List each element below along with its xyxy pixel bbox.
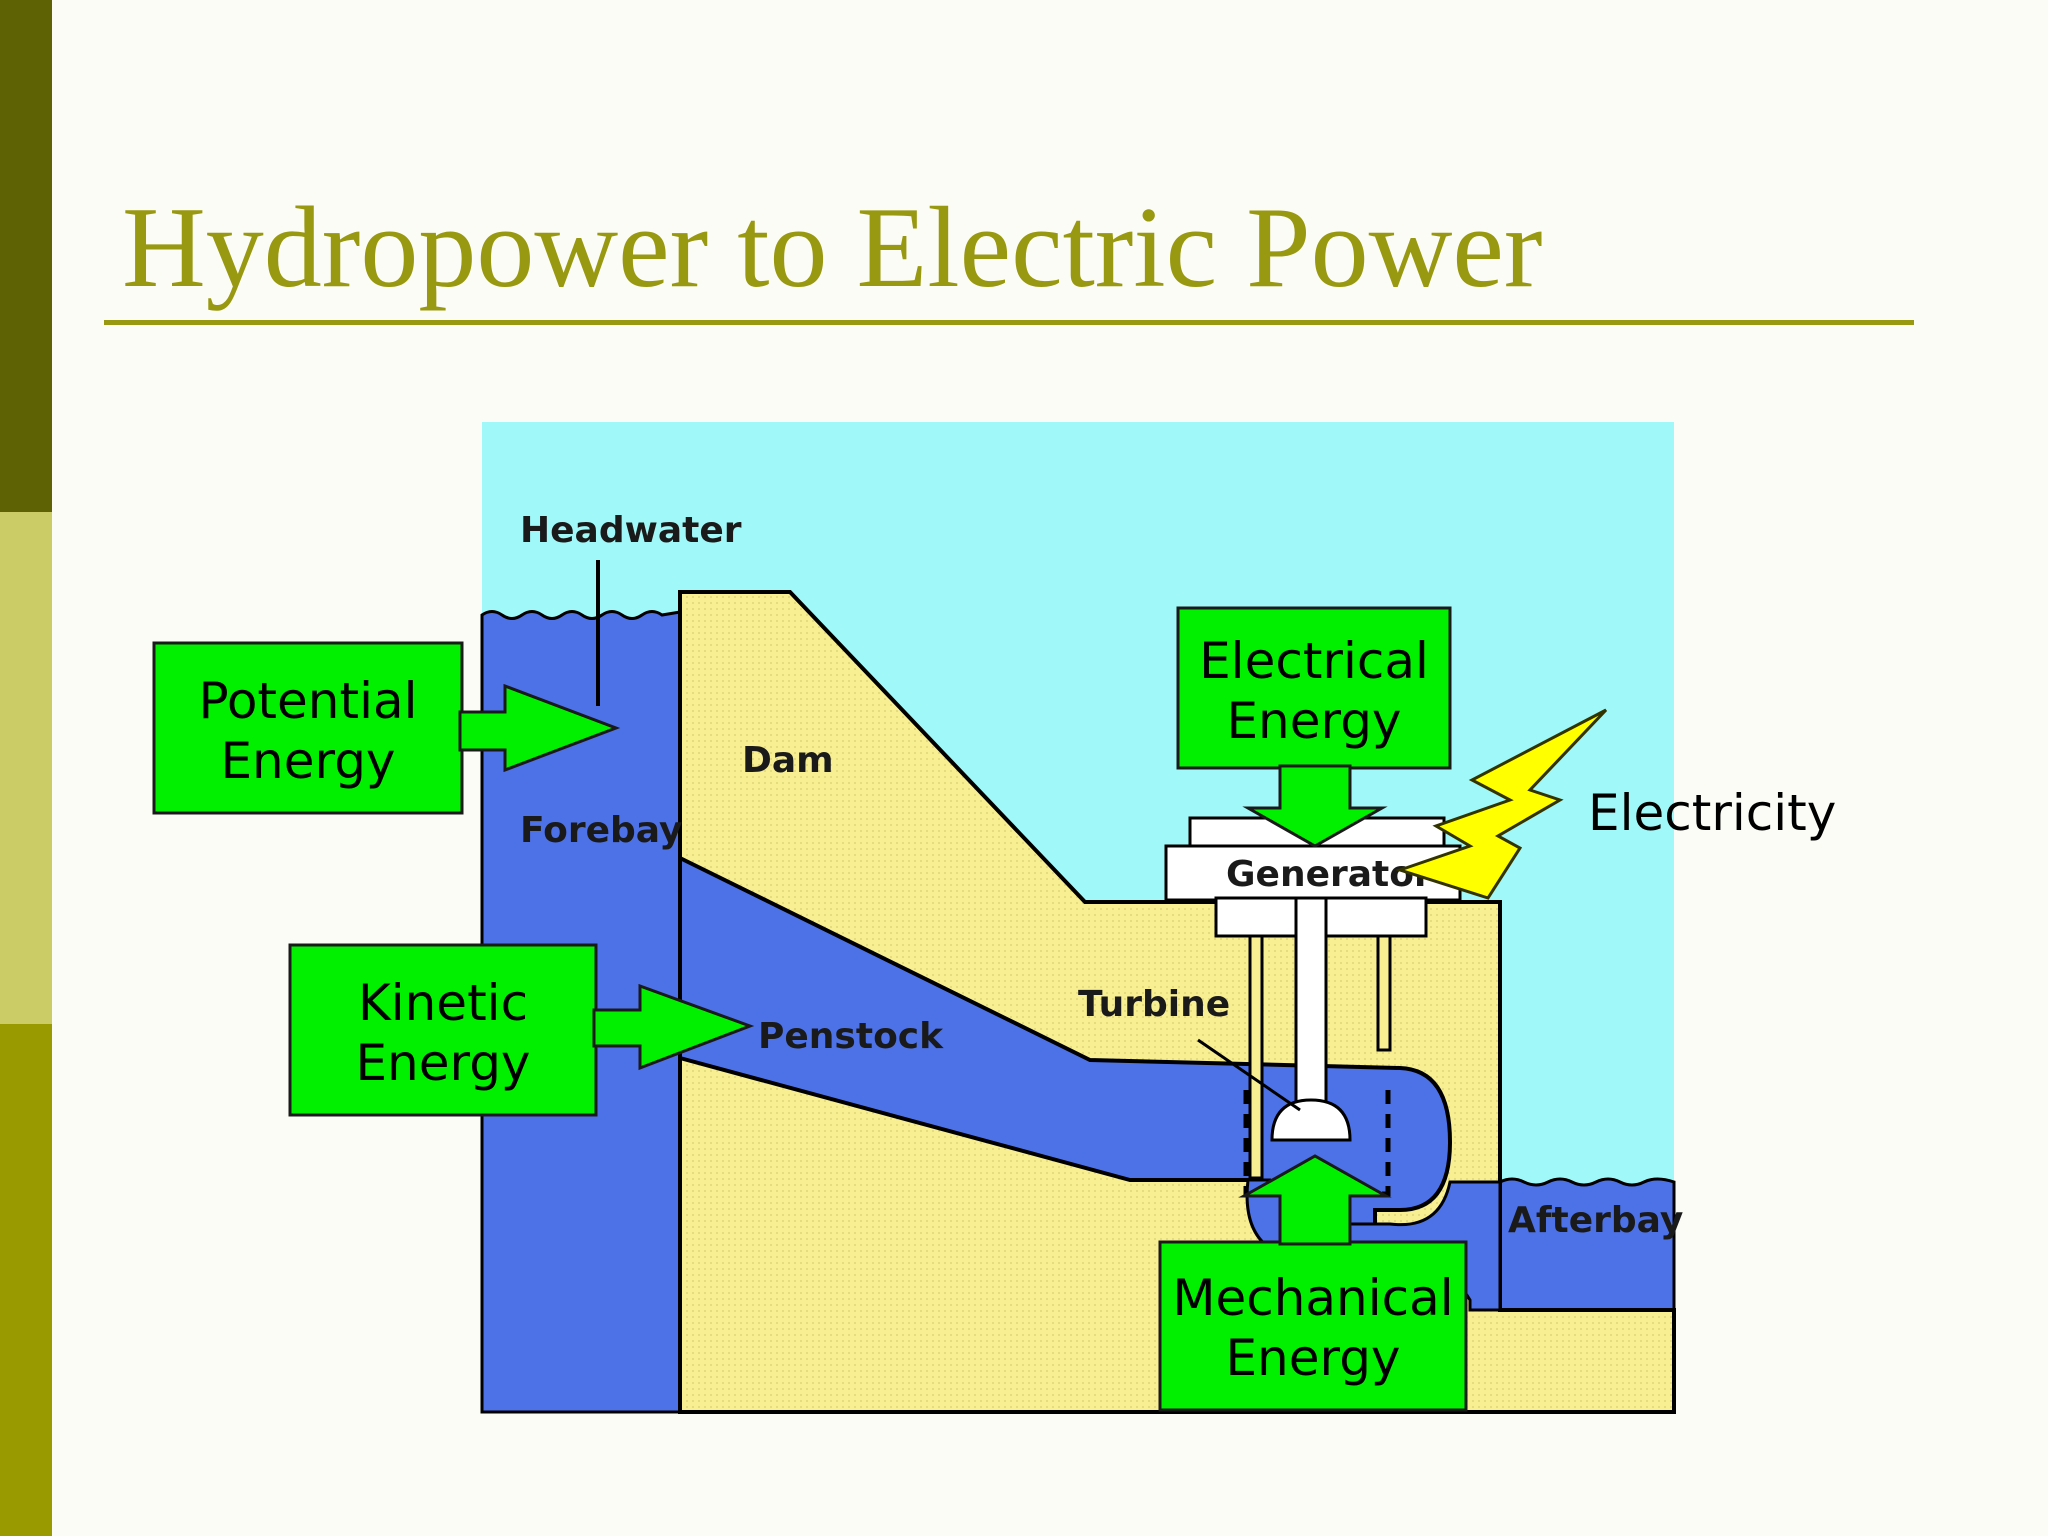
turbine-pointer xyxy=(1197,1038,1301,1112)
title-rule xyxy=(104,320,1914,325)
mechanical-energy-box xyxy=(1158,1240,1468,1412)
turbine-runner xyxy=(1270,1098,1352,1142)
powerhouse-wall-right xyxy=(1376,928,1392,1052)
penstock-label: Penstock xyxy=(758,1016,944,1057)
mechanical-energy-arrow xyxy=(1238,1154,1392,1246)
turbine-label: Turbine xyxy=(1078,984,1230,1025)
powerhouse-wall-left xyxy=(1248,928,1264,1180)
dam-label: Dam xyxy=(742,740,834,781)
kinetic-energy-line2: Energy xyxy=(355,1034,530,1092)
lightning-bolt-icon xyxy=(1395,708,1608,900)
forebay-label: Forebay xyxy=(520,810,682,851)
slide-title: Hydropower to Electric Power xyxy=(122,184,1543,312)
side-bar-middle xyxy=(0,512,52,1024)
kinetic-energy-line1: Kinetic xyxy=(358,974,528,1032)
potential-energy-line1: Potential xyxy=(198,672,417,730)
electrical-energy-line2: Energy xyxy=(1226,692,1401,750)
electrical-energy-box xyxy=(1176,606,1452,770)
afterbay-label: Afterbay xyxy=(1508,1200,1683,1241)
potential-energy-line2: Energy xyxy=(220,732,395,790)
headwater-label: Headwater xyxy=(520,510,742,551)
electrical-energy-line1: Electrical xyxy=(1199,632,1429,690)
kinetic-energy-box xyxy=(288,943,598,1117)
mechanical-energy-line2: Energy xyxy=(1225,1329,1400,1387)
generator-label: Generator xyxy=(1226,854,1432,895)
kinetic-energy-arrow xyxy=(592,983,755,1071)
electricity-label: Electricity xyxy=(1588,784,1836,842)
potential-energy-arrow xyxy=(458,683,621,773)
afterbay-water xyxy=(1468,1177,1676,1312)
side-bar-bottom xyxy=(0,1024,52,1536)
mechanical-energy-line1: Mechanical xyxy=(1172,1269,1453,1327)
turbine-shaft xyxy=(1294,896,1328,1108)
side-bar-top xyxy=(0,0,52,512)
electrical-energy-arrow xyxy=(1242,764,1388,848)
